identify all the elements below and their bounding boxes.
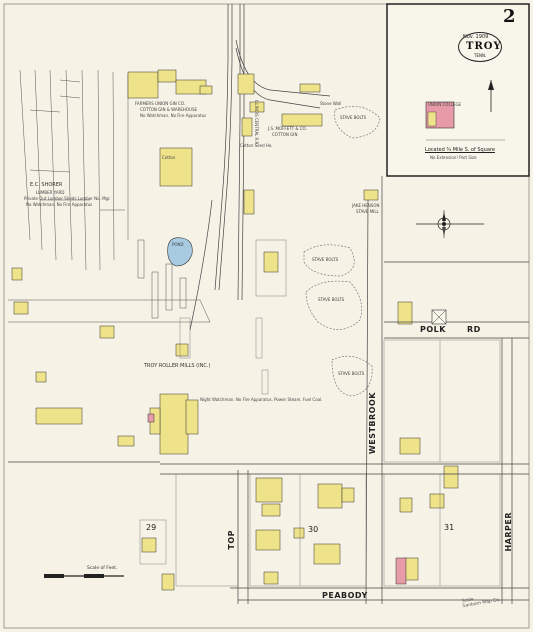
railroad-label: ILLINOIS CENTRAL R.R. [254, 100, 259, 146]
street-label-polk: POLK [420, 325, 446, 334]
inset-annex [427, 111, 437, 127]
street-label-top: TOP [227, 530, 236, 550]
oval-city: TROY [466, 41, 502, 52]
scale-label: Scale of Feet. [87, 566, 118, 571]
lumber-yard [19, 69, 187, 319]
street-label-rd: RD [467, 325, 481, 334]
inset-caption-secondary: No Extension! Part Size [430, 155, 477, 160]
street-label-westbrook: WESTBROOK [368, 392, 377, 455]
jake-henson-label: JAKE HENSON [352, 203, 380, 208]
inset-frame [386, 3, 530, 177]
stave-bolts-label-2: STAVE BOLTS [312, 257, 339, 262]
oval-state: TENN. [474, 53, 487, 58]
street-label-peabody: PEABODY [322, 591, 368, 600]
stone-wall-label: Stone Wall [320, 101, 342, 106]
pond-label: POND [172, 242, 184, 247]
street-label-harper: HARPER [504, 512, 513, 552]
block-number-31: 31 [444, 523, 455, 532]
block-number-29: 29 [146, 523, 157, 532]
stave-bolt-piles [303, 106, 381, 397]
stave-bolts-label-1: STAVE BOLTS [340, 115, 367, 120]
oval-date: Nov. 1909 [463, 34, 489, 40]
seed-house-label: Cotton Seed Ho. [240, 143, 273, 148]
block-number-30: 30 [308, 525, 319, 534]
scale-bar [44, 574, 124, 578]
property-lines [139, 239, 501, 587]
brick-buildings [147, 413, 407, 585]
lot-line [8, 299, 211, 323]
gin-note: No Watchman. No Fire Apparatus [140, 113, 207, 118]
lumber-note: Private Out Lumber Sheds Lumber No. Mgr. [24, 196, 111, 201]
inset-caption: Located ¾ Mile S. of Square [425, 147, 495, 153]
pond [167, 237, 193, 267]
lumber-yard-label-2: LUMBER YARD [36, 190, 65, 195]
mills-note: Night Watchman. No Fire Apparatus. Power… [200, 397, 323, 402]
jake-sub-label: STAVE MILL [356, 209, 379, 214]
stave-bolts-label-3: STAVE BOLTS [318, 297, 345, 302]
lumber-yard-label: E.C. SHORER [30, 182, 63, 188]
moffett-label: J.S. MOFFETT & CO. [268, 126, 307, 131]
frame-buildings [11, 69, 459, 591]
inset-building-label: UNION COLLEGE [428, 102, 462, 107]
title-oval [458, 32, 502, 62]
lumber-note-2: No Watchman. No Fire Apparatus [26, 202, 93, 207]
stave-bolts-label-4: STAVE BOLTS [338, 371, 365, 376]
north-arrow-icon [488, 80, 494, 112]
sheet-number: 2 [503, 6, 516, 27]
gin-sub-label: COTTON GIN & WAREHOUSE [140, 107, 198, 112]
roller-mills-label: TROY ROLLER MILLS (INC.) [144, 363, 211, 369]
gin-name-label: FARMERS UNION GIN CO. [135, 101, 186, 106]
cotton-storage-label: Cotton [162, 155, 176, 160]
moffett-sub-label: COTTON GIN [272, 132, 298, 137]
compass-rose-icon [416, 210, 484, 238]
